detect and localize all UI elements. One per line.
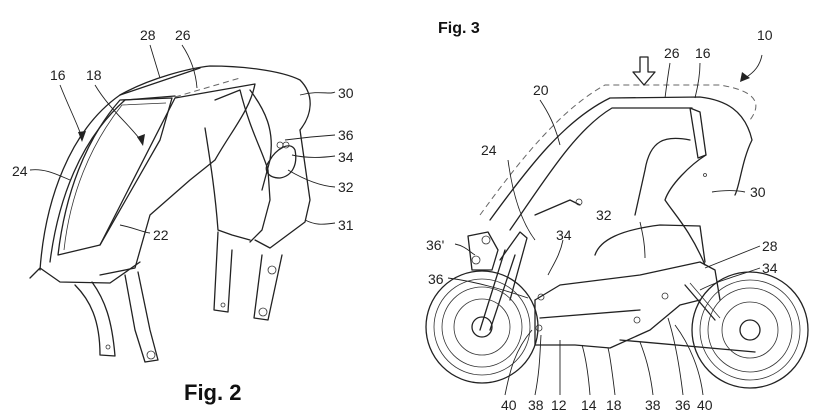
fig3-drawing — [425, 54, 809, 396]
ref-numeral: 36 — [338, 127, 354, 143]
ref-numeral: 34 — [338, 149, 354, 165]
ref-numeral: 30 — [338, 85, 354, 101]
ref-numeral: 18 — [606, 397, 622, 413]
ref-numeral: 32 — [596, 207, 612, 223]
ref-numeral: 38 — [645, 397, 661, 413]
figure-caption-fig3: Fig. 3 — [438, 20, 480, 37]
ref-numeral: 24 — [481, 142, 497, 158]
ref-numeral: 20 — [533, 82, 549, 98]
ref-numeral: 34 — [556, 227, 572, 243]
ref-numeral: 18 — [86, 67, 102, 83]
fig2-drawing — [29, 44, 336, 363]
ref-numeral: 36 — [675, 397, 691, 413]
ref-numeral: 40 — [501, 397, 517, 413]
ref-numeral: 32 — [338, 179, 354, 195]
ref-numeral: 28 — [762, 238, 778, 254]
ref-numeral: 16 — [50, 67, 66, 83]
ref-numeral: 26 — [664, 45, 680, 61]
ref-numeral: 14 — [581, 397, 597, 413]
ref-numeral: 22 — [153, 227, 169, 243]
ref-numeral: 36 — [428, 271, 444, 287]
ref-numeral: 31 — [338, 217, 354, 233]
ref-numeral: 36' — [426, 237, 444, 253]
ref-numeral: 40 — [697, 397, 713, 413]
fig3-reference-numerals: 10 26 16 20 24 30 32 34 36' 28 34 36 40 … — [426, 27, 778, 413]
ref-numeral: 16 — [695, 45, 711, 61]
ref-numeral: 30 — [750, 184, 766, 200]
ref-numeral: 38 — [528, 397, 544, 413]
ref-numeral: 28 — [140, 27, 156, 43]
ref-numeral: 26 — [175, 27, 191, 43]
ref-numeral: 34 — [762, 260, 778, 276]
fig2-reference-numerals: 28 26 16 18 30 36 34 24 32 22 31 — [12, 27, 354, 243]
figure-caption-fig2: Fig. 2 — [184, 380, 241, 405]
ref-numeral: 12 — [551, 397, 567, 413]
ref-numeral: 10 — [757, 27, 773, 43]
ref-numeral: 24 — [12, 163, 28, 179]
